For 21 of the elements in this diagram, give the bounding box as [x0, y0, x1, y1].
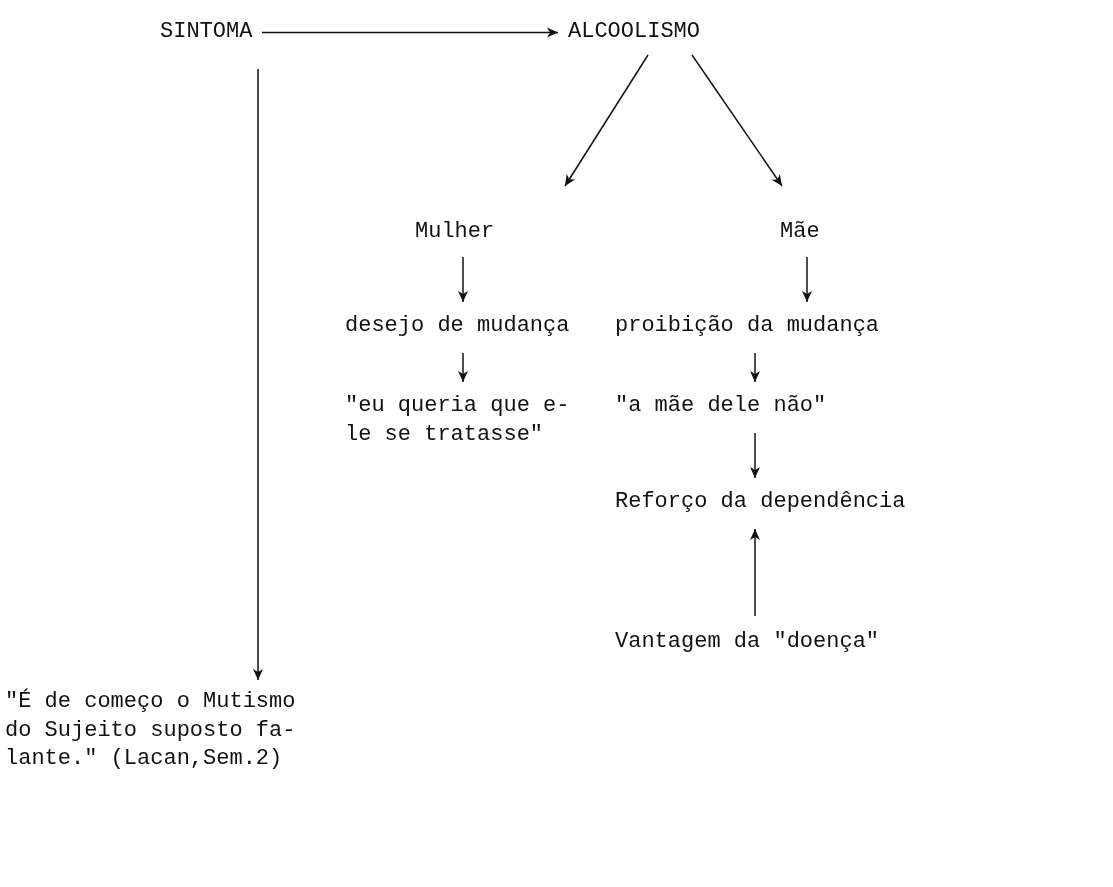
arrow [253, 68, 263, 681]
arrow [564, 54, 649, 187]
text-label: "eu queria que e- le se tratasse" [345, 392, 580, 450]
text-label: ALCOOLISMO [568, 18, 701, 47]
arrow [802, 256, 812, 303]
arrow [458, 352, 468, 383]
text-label: "É de começo o Mutismo do Sujeito suposto fa- lante." (Lacan,Sem.2) [5, 688, 317, 774]
text-label: Mulher [415, 218, 495, 247]
text-label: "a mãe dele não" [615, 392, 827, 421]
text-label: desejo de mudança [345, 312, 570, 341]
text-label: Mãe [780, 218, 820, 247]
text-label: Reforço da dependência [615, 488, 906, 517]
arrow [458, 256, 468, 303]
arrow [750, 352, 760, 383]
text-label: SINTOMA [160, 18, 253, 47]
arrow [750, 528, 760, 617]
arrow [261, 27, 559, 38]
text-label: Vantagem da "doença" [615, 628, 880, 657]
arrow [691, 54, 783, 187]
arrow [750, 432, 760, 479]
text-label: proibição da mudança [615, 312, 880, 341]
